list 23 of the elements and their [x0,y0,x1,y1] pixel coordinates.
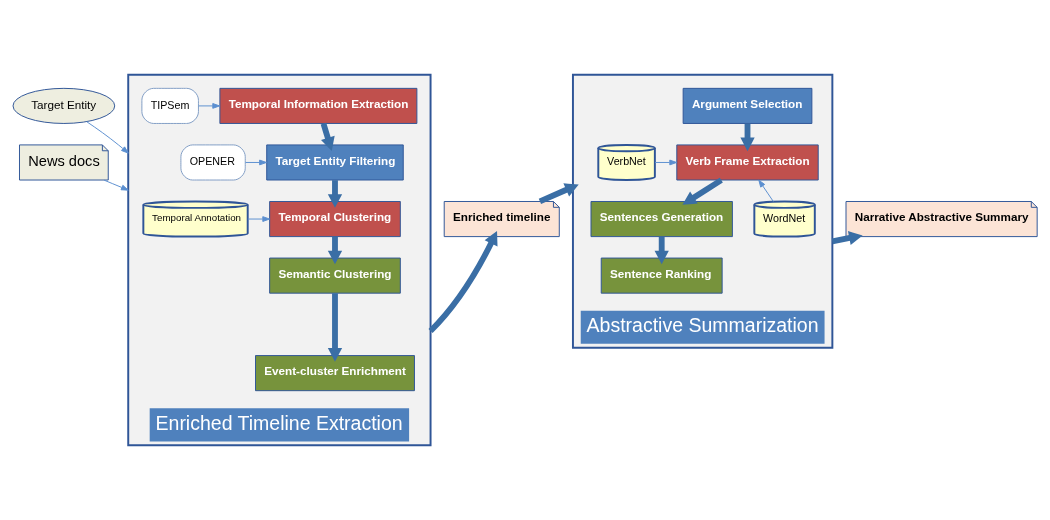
node-box: Argument Selection [682,87,813,124]
arrow [244,159,267,166]
node-box: Temporal Information Extraction [219,87,418,124]
node-box: Sentences Generation [590,201,733,238]
node-ellipse: Target Entity [12,87,116,124]
arrow [428,231,498,334]
node-box: Sentence Ranking [600,257,723,294]
node-box: Event-cluster Enrichment [255,355,415,392]
arrow [654,159,678,166]
arrow [682,177,723,205]
arrow [247,216,271,222]
node-box: Temporal Clustering [269,201,401,238]
arrow [538,183,579,205]
arrow [103,179,129,191]
node-box: OPENER [180,144,246,181]
arrow [327,293,343,362]
node-box: Target Entity Filtering [266,144,404,181]
node-box: Semantic Clustering [269,257,401,294]
node-box: TIPSem [141,87,199,124]
arrow [198,103,221,109]
arrow [831,231,863,246]
arrow [758,179,774,202]
node-box: Verb Frame Extraction [676,144,819,181]
